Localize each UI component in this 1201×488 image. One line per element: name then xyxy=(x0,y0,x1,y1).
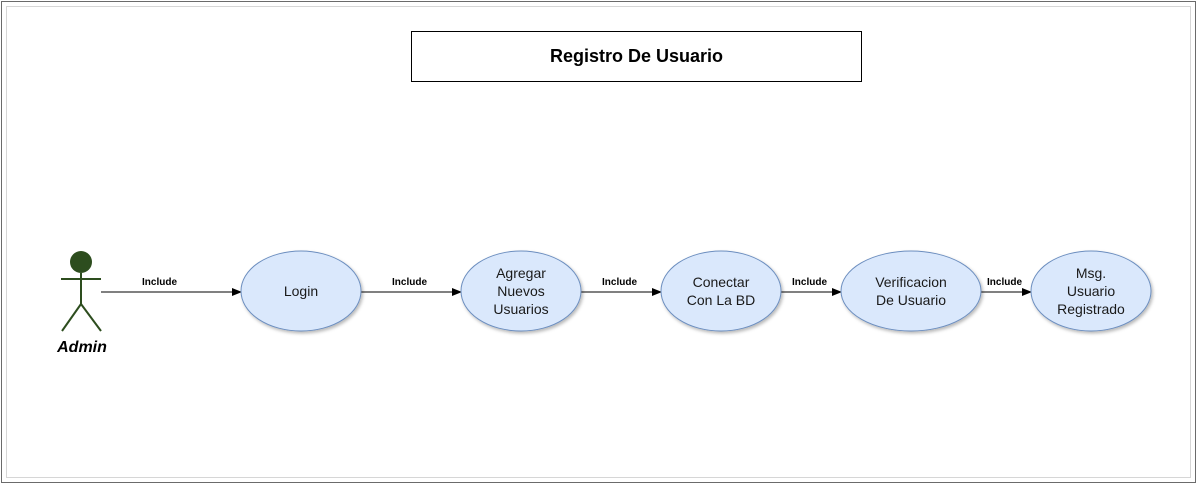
include-label-3: Include xyxy=(602,277,638,288)
use-case-label-verificacion: Verificacion De Usuario xyxy=(875,274,947,308)
actor-admin xyxy=(61,251,102,332)
include-label-5: Include xyxy=(987,277,1023,288)
use-case-agregar-nuevos-usuarios xyxy=(460,250,582,332)
actor-label-admin: Admin xyxy=(57,339,107,356)
use-case-label-msg: Msg. Usuario Registrado xyxy=(1057,265,1125,317)
use-case-conectar-con-la-bd xyxy=(660,250,782,332)
use-case-label-conectar: Conectar Con La BD xyxy=(686,274,756,308)
use-case-label-agregar: Agregar Nuevos Usuarios xyxy=(493,265,549,317)
actor-head xyxy=(70,251,92,273)
include-label-4: Include xyxy=(792,277,828,288)
diagram-title: Registro De Usuario xyxy=(411,31,862,82)
use-case-msg-usuario-registrado xyxy=(1030,250,1152,332)
diagram-frame-inner xyxy=(6,6,1191,478)
actor-leg-right xyxy=(80,303,102,332)
use-case-login xyxy=(240,250,362,332)
include-label-2: Include xyxy=(392,277,428,288)
actor-leg-left xyxy=(61,303,82,332)
use-case-verificacion-de-usuario xyxy=(840,250,982,332)
include-label-1: Include xyxy=(142,277,178,288)
use-case-label-login: Login xyxy=(283,283,319,299)
